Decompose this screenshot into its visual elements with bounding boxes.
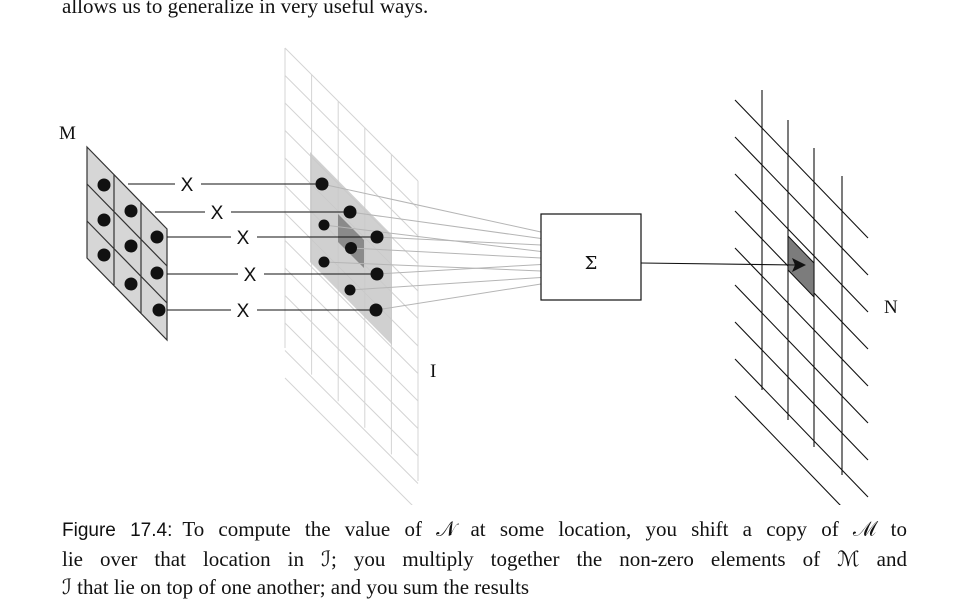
grid-I-hline bbox=[284, 295, 419, 429]
sum-input-line bbox=[350, 247, 542, 259]
grid-I-hline bbox=[284, 350, 419, 484]
multiply-symbol: X bbox=[237, 301, 250, 322]
image-dot bbox=[318, 256, 330, 268]
caption-text-1: To compute the value of 𝒩 at some locati… bbox=[182, 517, 907, 541]
output-arrow-line bbox=[640, 262, 797, 266]
output-arrow-head bbox=[792, 258, 806, 272]
sum-input-line bbox=[375, 283, 542, 311]
sum-box bbox=[540, 213, 642, 301]
caption-line-2: lie over that location in ℐ; you multipl… bbox=[62, 547, 907, 571]
kernel-dot bbox=[97, 213, 111, 227]
kernel-dot bbox=[150, 230, 164, 244]
grid-I-hline bbox=[284, 47, 419, 182]
sum-symbol: Σ bbox=[585, 253, 598, 274]
kernel-dot bbox=[150, 266, 164, 280]
sum-input-line bbox=[323, 261, 542, 272]
kernel-dot bbox=[97, 178, 111, 192]
sum-input-line bbox=[376, 264, 542, 275]
multiply-symbol: X bbox=[181, 175, 194, 196]
grid-I-hline bbox=[284, 75, 419, 209]
label-I: I bbox=[430, 361, 436, 382]
kernel-dot bbox=[97, 248, 111, 262]
grid-I-hline bbox=[284, 240, 419, 374]
caption-line-3: ℐ that lie on top of one another; and yo… bbox=[62, 575, 530, 599]
grid-N-diag bbox=[734, 99, 869, 239]
kernel-dots bbox=[97, 178, 166, 317]
sum-input-line bbox=[321, 183, 542, 233]
multiply-symbol: X bbox=[237, 228, 250, 249]
grid-I-hline bbox=[284, 102, 419, 237]
sum-input-line bbox=[323, 224, 542, 252]
image-dot bbox=[345, 242, 357, 254]
kernel-dot bbox=[124, 204, 138, 218]
image-dot bbox=[343, 205, 357, 219]
grid-N-diag bbox=[734, 173, 869, 313]
image-dot bbox=[369, 303, 383, 317]
preceding-text-line: allows us to generalize in very useful w… bbox=[62, 0, 429, 18]
caption-label: Figure 17.4: bbox=[62, 520, 173, 541]
multiply-symbol: X bbox=[244, 265, 257, 286]
label-N: N bbox=[884, 297, 898, 318]
output-grid-N bbox=[734, 90, 869, 505]
grid-N-diag bbox=[734, 358, 869, 498]
sum-input-lines bbox=[321, 183, 542, 311]
image-dot bbox=[370, 267, 384, 281]
kernel-dot bbox=[124, 277, 138, 291]
grid-N-diag bbox=[734, 247, 869, 387]
multiply-lines bbox=[128, 183, 377, 311]
sum-input-line bbox=[349, 211, 542, 239]
grid-N-diag bbox=[734, 284, 869, 424]
grid-I-hline bbox=[284, 322, 419, 457]
image-dot bbox=[344, 284, 356, 296]
figure-caption: Figure 17.4: To compute the value of 𝒩 at… bbox=[62, 515, 907, 601]
kernel-dot bbox=[152, 303, 166, 317]
grid-I-hline bbox=[284, 267, 419, 402]
image-dots bbox=[315, 177, 384, 317]
image-dot bbox=[370, 230, 384, 244]
multiply-symbol: X bbox=[211, 203, 224, 224]
label-M: M bbox=[59, 123, 76, 144]
sum-input-line bbox=[349, 277, 542, 291]
grid-N-diag bbox=[734, 321, 869, 461]
kernel-dot bbox=[124, 239, 138, 253]
grid-I-hline bbox=[284, 377, 413, 505]
grid-N-diag bbox=[734, 136, 869, 276]
image-dot bbox=[315, 177, 329, 191]
image-dot bbox=[318, 219, 330, 231]
grid-N-diag bbox=[734, 395, 841, 505]
caption-line-1: Figure 17.4: To compute the value of 𝒩 at… bbox=[62, 515, 907, 545]
